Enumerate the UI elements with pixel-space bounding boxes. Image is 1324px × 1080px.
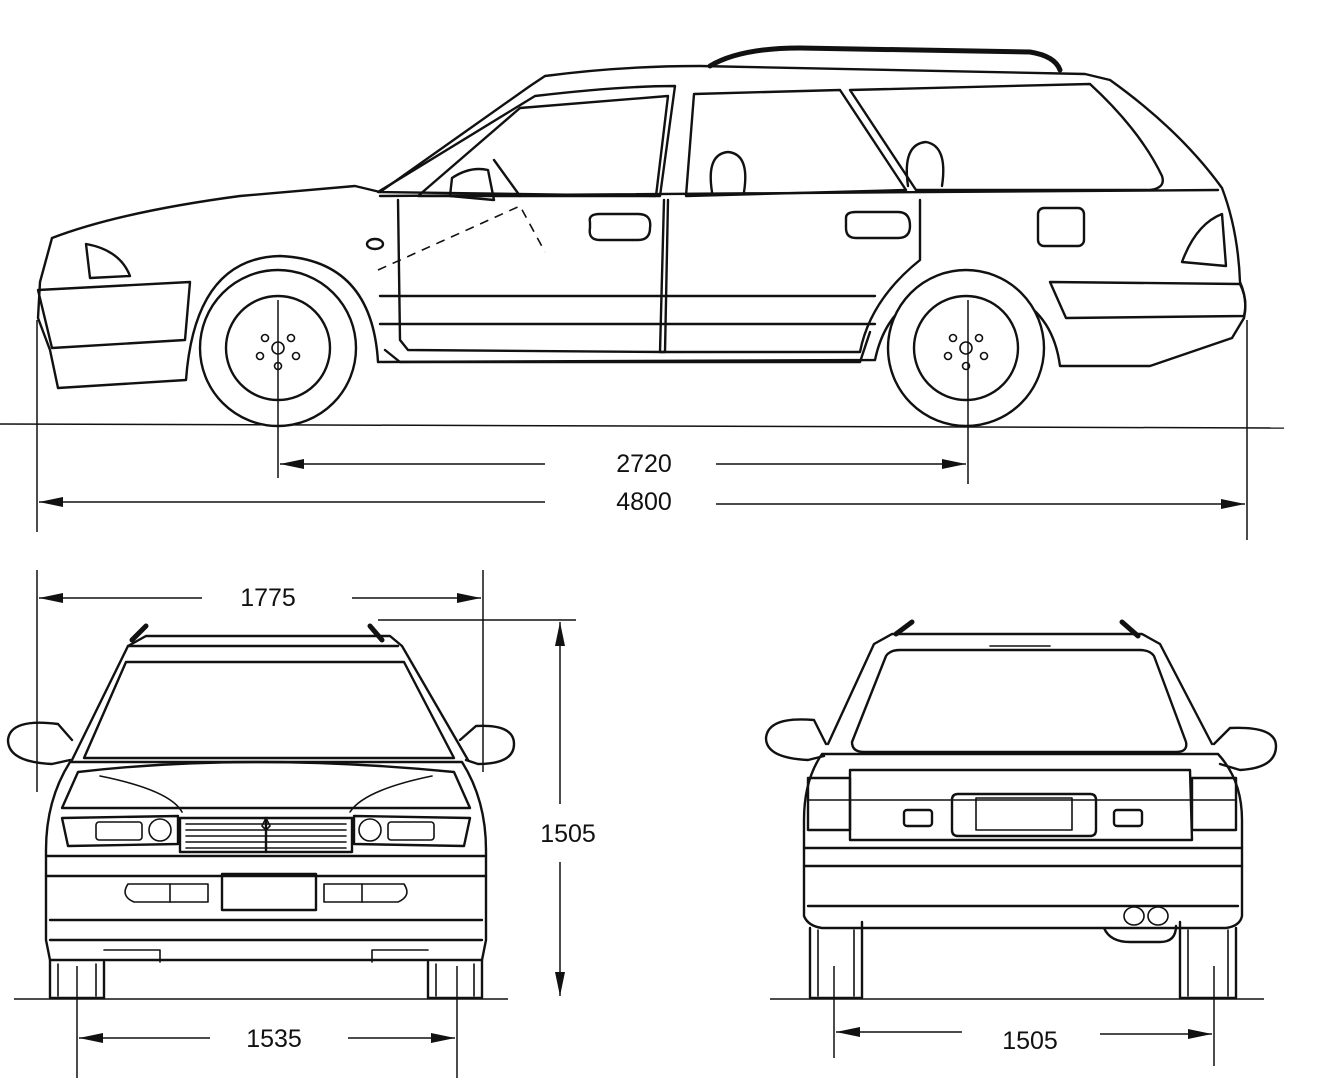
front-height-dimension: 1505 xyxy=(378,620,596,996)
front-badge-icon xyxy=(262,818,270,830)
rear-left-mirror xyxy=(766,719,826,760)
side-rear-wheel xyxy=(888,270,1044,426)
side-front-door-window xyxy=(418,96,668,196)
rear-window xyxy=(852,650,1186,752)
front-left-mirror xyxy=(8,723,72,764)
front-right-tyre xyxy=(428,960,482,998)
rear-body-outline xyxy=(804,754,1242,928)
front-body-outline xyxy=(46,762,486,960)
side-length-label: 4800 xyxy=(616,488,672,516)
rear-left-tyre xyxy=(810,922,862,998)
side-indicator xyxy=(367,239,383,249)
rear-left-tail-light xyxy=(808,778,850,830)
side-wheelbase-label: 2720 xyxy=(616,450,672,478)
side-ground-line xyxy=(0,424,1284,428)
front-width-dimension: 1775 xyxy=(37,570,483,792)
side-rocker xyxy=(385,332,870,362)
front-view: 1775 1505 1535 xyxy=(8,570,596,1078)
side-length-dimension: 4800 xyxy=(37,320,1247,540)
front-windshield xyxy=(84,662,454,758)
side-door-open-dash xyxy=(378,206,545,270)
front-grille xyxy=(180,818,352,852)
front-license-plate xyxy=(222,874,316,910)
side-quarter-window xyxy=(850,84,1163,190)
side-mirror xyxy=(450,169,494,200)
side-body-outline xyxy=(38,66,1245,388)
side-headrest-front xyxy=(711,152,746,192)
front-width-label: 1775 xyxy=(240,584,296,612)
side-front-bumper xyxy=(38,282,190,348)
side-roof-rail xyxy=(710,48,1060,70)
side-belt-line xyxy=(380,190,1218,196)
side-rear-bumper xyxy=(1050,282,1245,318)
front-hood xyxy=(62,762,470,808)
rear-track-dimension: 1505 xyxy=(834,966,1214,1066)
side-front-door-cut xyxy=(398,200,668,352)
rear-right-tail-light xyxy=(1192,778,1236,830)
front-track-label: 1535 xyxy=(246,1025,302,1053)
side-a-pillar-line xyxy=(494,160,520,196)
side-fuel-door xyxy=(1038,208,1084,246)
rear-view: 1505 xyxy=(766,622,1276,1066)
side-front-door-handle xyxy=(590,214,651,240)
side-head-light xyxy=(86,244,130,278)
side-rear-door-window xyxy=(686,90,906,196)
front-right-mirror xyxy=(460,726,514,764)
side-rear-door-handle xyxy=(846,212,910,238)
rear-roof-outline xyxy=(828,634,1212,744)
rear-license-plate xyxy=(952,794,1096,836)
rear-right-tyre xyxy=(1180,922,1236,998)
front-roof-outline xyxy=(72,636,468,760)
side-tail-light xyxy=(1182,214,1226,266)
rear-right-mirror xyxy=(1214,728,1276,770)
side-headrest-rear xyxy=(907,142,943,186)
rear-track-label: 1505 xyxy=(1002,1027,1058,1055)
rear-exhaust xyxy=(1104,926,1176,942)
side-view: 2720 4800 xyxy=(0,48,1284,540)
front-height-label: 1505 xyxy=(540,820,596,848)
side-wheelbase-dimension: 2720 xyxy=(278,300,968,484)
side-rear-door-cut xyxy=(660,200,920,352)
front-track-dimension: 1535 xyxy=(77,966,457,1078)
front-left-headlight xyxy=(62,816,178,846)
side-windshield xyxy=(378,86,675,196)
front-right-headlight xyxy=(354,816,470,846)
